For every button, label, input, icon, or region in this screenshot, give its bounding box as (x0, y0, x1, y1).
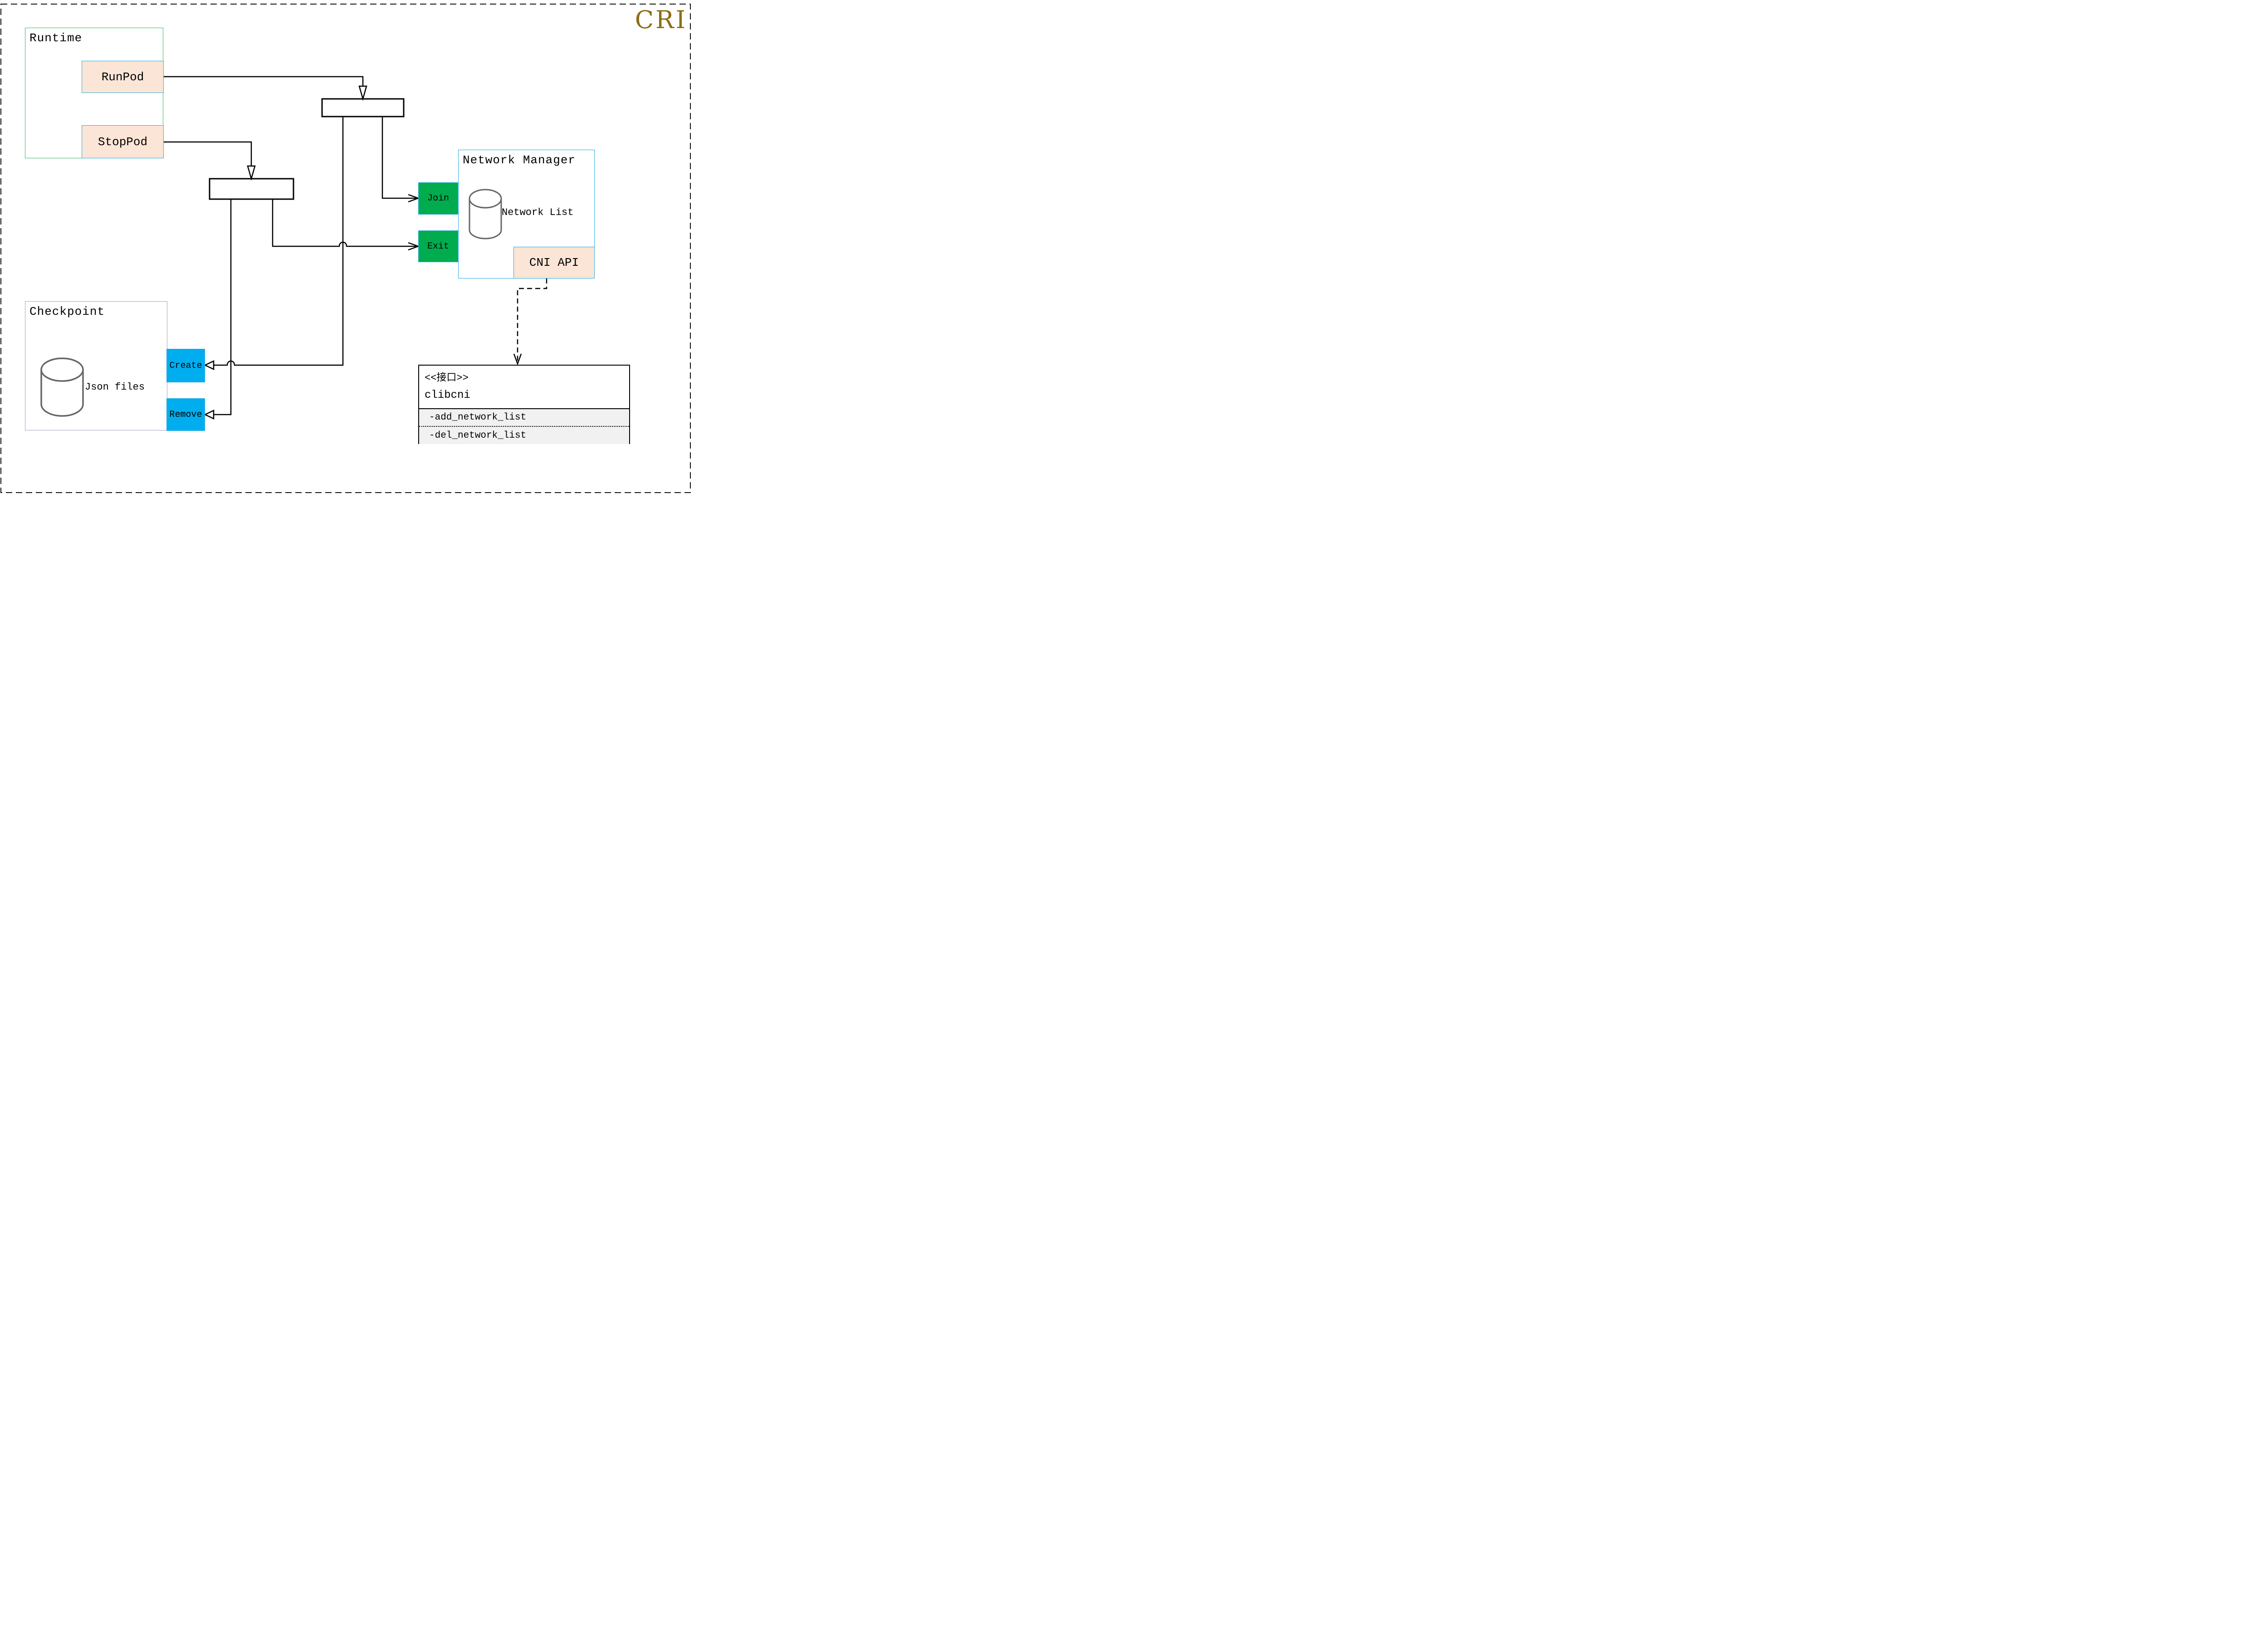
arrowhead-into-clibcni-icon (513, 353, 522, 366)
join-node: Join (418, 182, 458, 215)
sync-bar-2 (209, 178, 294, 200)
bar2-to-remove-connector (214, 199, 232, 415)
stoppod-node: StopPod (82, 125, 164, 158)
network-list-label: Network List (502, 207, 574, 218)
json-files-label: Json files (85, 381, 145, 393)
exit-node: Exit (418, 230, 458, 262)
bar1-to-join-connector (381, 117, 417, 199)
arrowhead-into-remove-icon (204, 410, 215, 420)
arrowhead-into-create-icon (204, 360, 215, 370)
cni-api-node: CNI API (513, 247, 595, 279)
arrowhead-into-bar1-icon (358, 85, 367, 101)
cri-logo: CRI (635, 5, 687, 34)
json-files-database-icon (40, 357, 84, 417)
runpod-to-bar1-connector (164, 76, 364, 86)
clibcni-interface-box: <<接口>> clibcni -add_network_list -del_ne… (418, 365, 630, 444)
network-list-database-icon (469, 189, 502, 239)
page-dashed-border (0, 4, 691, 493)
runpod-node: RunPod (82, 61, 164, 93)
sync-bar-1 (321, 98, 405, 117)
bar1-to-create-connector (214, 117, 344, 366)
checkpoint-title: Checkpoint (29, 305, 105, 318)
connector-layer (0, 4, 691, 493)
stoppod-to-bar2-connector (164, 141, 252, 166)
clibcni-methods-section: -add_network_list -del_network_list (419, 408, 629, 444)
clibcni-name: clibcni (425, 389, 470, 401)
bar2-to-exit-connector (272, 199, 417, 247)
arrowhead-into-bar2-icon (247, 165, 256, 181)
cniapi-to-clibcni-dashed-connector (517, 279, 547, 362)
clibcni-method-add: -add_network_list (419, 409, 629, 427)
clibcni-header: <<接口>> clibcni (419, 366, 629, 408)
clibcni-stereotype: <<接口>> (425, 372, 469, 384)
diagram-canvas: CRI Runtime RunPod StopPod Checkpoint Js… (0, 0, 703, 494)
network-manager-title: Network Manager (463, 153, 576, 167)
create-node: Create (166, 349, 205, 382)
remove-node: Remove (166, 398, 205, 431)
runtime-title: Runtime (29, 31, 83, 45)
clibcni-method-del: -del_network_list (429, 430, 527, 441)
